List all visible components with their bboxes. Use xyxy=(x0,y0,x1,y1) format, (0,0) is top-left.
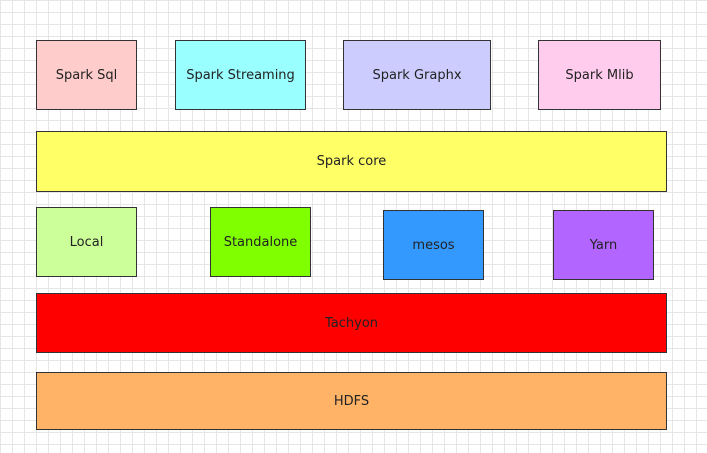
yarn-label: Yarn xyxy=(589,237,618,253)
local-block: Local xyxy=(36,207,137,277)
mesos-label: mesos xyxy=(412,237,455,253)
spark-streaming-block: Spark Streaming xyxy=(175,40,306,110)
hdfs-block: HDFS xyxy=(36,372,667,430)
standalone-label: Standalone xyxy=(223,234,298,250)
standalone-block: Standalone xyxy=(210,207,311,277)
yarn-block: Yarn xyxy=(553,210,654,280)
spark-mlib-block: Spark Mlib xyxy=(538,40,661,110)
spark-sql-label: Spark Sql xyxy=(55,67,118,83)
mesos-block: mesos xyxy=(383,210,484,280)
spark-mlib-label: Spark Mlib xyxy=(565,67,634,83)
tachyon-block: Tachyon xyxy=(36,293,667,353)
hdfs-label: HDFS xyxy=(333,393,370,409)
spark-core-label: Spark core xyxy=(316,154,387,169)
local-label: Local xyxy=(69,234,104,250)
spark-sql-block: Spark Sql xyxy=(36,40,137,110)
spark-core-block: Spark core xyxy=(36,131,667,192)
spark-graphx-label: Spark Graphx xyxy=(372,67,462,83)
spark-graphx-block: Spark Graphx xyxy=(343,40,491,110)
spark-streaming-label: Spark Streaming xyxy=(186,67,295,83)
tachyon-label: Tachyon xyxy=(324,315,379,331)
